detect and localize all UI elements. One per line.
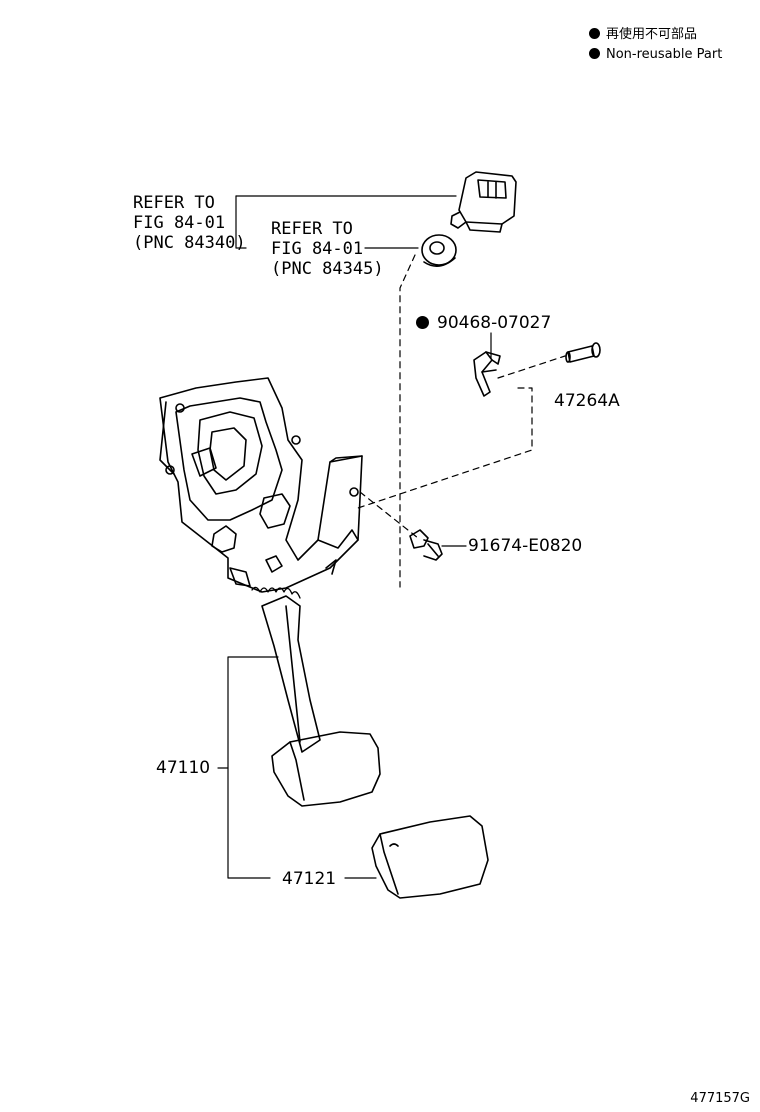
non-reusable-dot-icon: [589, 48, 600, 59]
part-number-clip: 90468-07027: [437, 313, 552, 333]
stop-lamp-switch: [450, 171, 517, 233]
refer-1-line-3: (PNC 84340): [133, 233, 246, 253]
leader-lines: [217, 195, 492, 879]
part-number-pedal: 47110: [156, 758, 211, 778]
return-spring: [251, 586, 301, 599]
part-number-bolt: 91674-E0820: [468, 536, 583, 556]
non-reusable-dot-icon: [416, 316, 429, 329]
non-reusable-dot-icon: [589, 28, 600, 39]
refer-1-line-1: REFER TO: [133, 193, 215, 213]
clip: [473, 351, 501, 397]
pin: [565, 342, 601, 363]
refer-2-line-2: FIG 84-01: [271, 239, 364, 259]
pedal-support-bracket: [159, 377, 363, 593]
legend-en: Non-reusable Part: [589, 46, 722, 64]
legend-en-text: Non-reusable Part: [606, 47, 723, 62]
pedal-pad: [371, 815, 489, 899]
switch-cushion: [421, 234, 457, 267]
refer-2-line-3: (PNC 84345): [271, 259, 384, 279]
part-number-pin: 47264A: [554, 391, 620, 411]
refer-1-line-2: FIG 84-01: [133, 213, 226, 233]
legend-jp: 再使用不可部品: [589, 26, 697, 44]
part-number-pad: 47121: [282, 869, 337, 889]
refer-2-line-1: REFER TO: [271, 219, 353, 239]
bolt: [409, 529, 443, 561]
dashed-lines: [357, 254, 566, 588]
diagram-code: 477157G: [690, 1091, 750, 1106]
legend-jp-text: 再使用不可部品: [606, 27, 698, 42]
brake-pedal-arm: [261, 595, 381, 807]
